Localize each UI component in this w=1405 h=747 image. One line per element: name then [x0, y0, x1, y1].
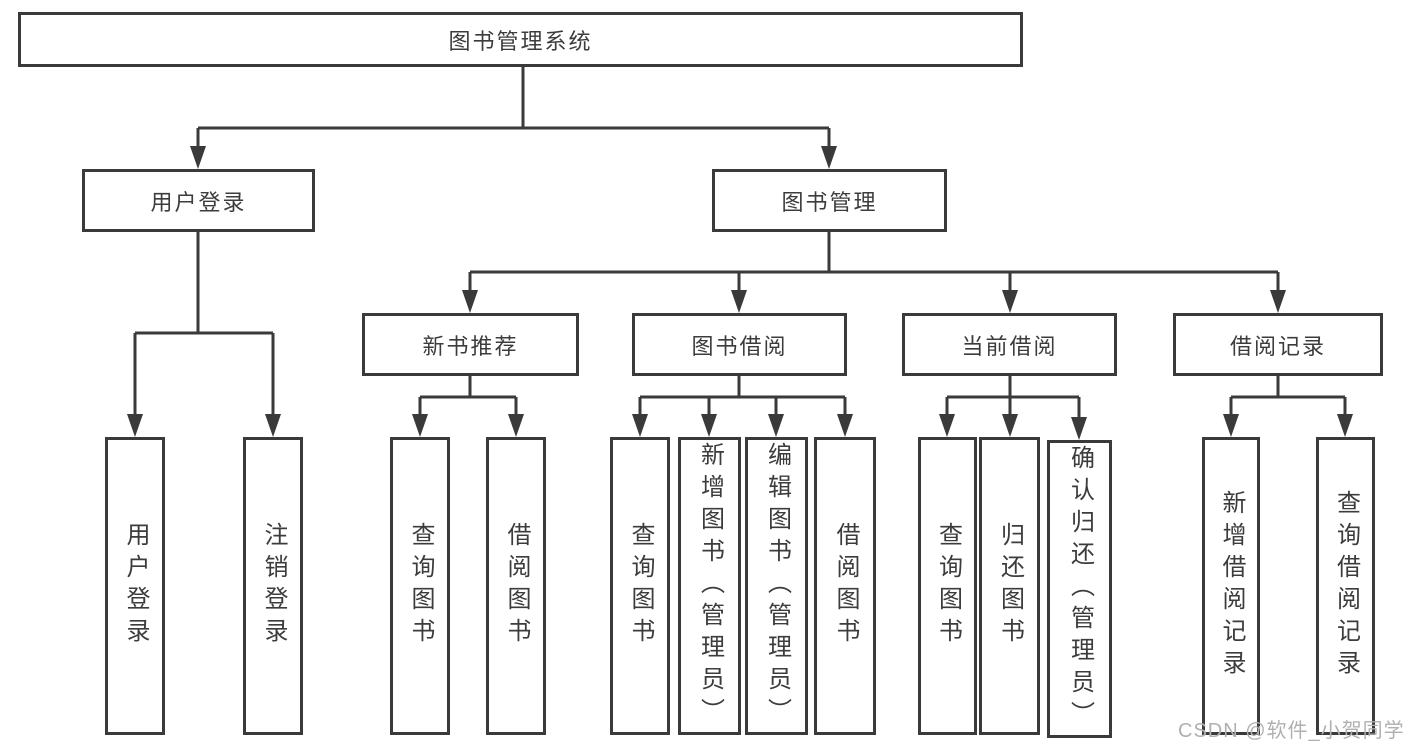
node-book-management: 图书管理	[712, 169, 947, 232]
leaf-borrow-books-1: 借阅图书	[486, 437, 546, 735]
node-current-borrow: 当前借阅	[902, 313, 1117, 376]
leaf-return-book: 归还图书	[979, 437, 1040, 735]
node-book-borrow: 图书借阅	[632, 313, 847, 376]
leaf-logout: 注销登录	[243, 437, 303, 735]
leaf-query-books-3: 查询图书	[918, 437, 977, 735]
leaf-add-borrow-record: 新增借阅记录	[1202, 437, 1260, 735]
leaf-query-books-1: 查询图书	[390, 437, 450, 735]
leaf-add-book-admin: 新增图书（管理员）	[678, 437, 741, 735]
leaf-query-borrow-record: 查询借阅记录	[1316, 437, 1375, 735]
node-new-book-recommend: 新书推荐	[362, 313, 579, 376]
leaf-query-books-2: 查询图书	[610, 437, 670, 735]
node-user-login: 用户登录	[82, 169, 315, 232]
node-root: 图书管理系统	[18, 12, 1023, 67]
leaf-user-login: 用户登录	[105, 437, 165, 735]
csdn-watermark: CSDN @软件_小贺同学	[1178, 720, 1405, 742]
leaf-borrow-books-2: 借阅图书	[814, 437, 876, 735]
leaf-edit-book-admin: 编辑图书（管理员）	[745, 437, 808, 735]
node-borrow-records: 借阅记录	[1173, 313, 1383, 376]
leaf-confirm-return-admin: 确认归还（管理员）	[1047, 440, 1112, 738]
